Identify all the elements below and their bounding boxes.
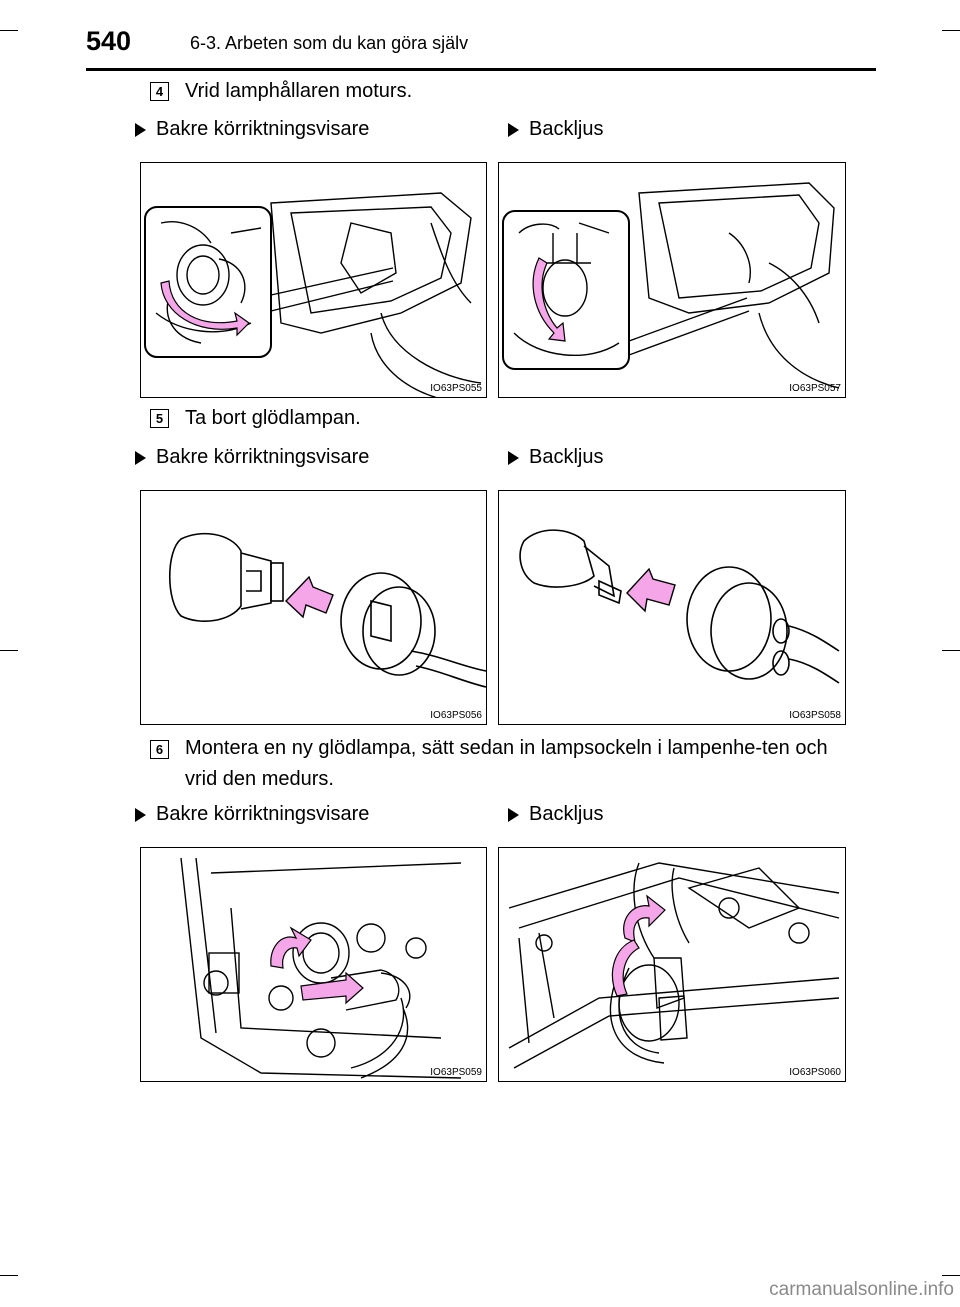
figure-turn-signal-holder: IO63PS055 (140, 162, 487, 398)
header-rule (86, 68, 876, 71)
crop-mark (942, 650, 960, 651)
figure-code: IO63PS060 (789, 1067, 841, 1078)
crop-mark (942, 30, 960, 31)
label-turn-signal: Bakre körriktningsvisare (135, 803, 369, 826)
chapter-title: 6-3. Arbeten som du kan göra själv (190, 33, 469, 53)
figure-code: IO63PS055 (430, 383, 482, 394)
label-reverse-light: Backljus (508, 446, 603, 469)
figure-reverse-holder: IO63PS057 (498, 162, 846, 398)
watermark: carmanualsonline.info (769, 1279, 954, 1300)
label-text: Backljus (529, 446, 604, 468)
label-turn-signal: Bakre körriktningsvisare (135, 118, 369, 141)
page-number: 540 (86, 26, 132, 56)
label-text: Backljus (529, 803, 604, 825)
label-text: Bakre körriktningsvisare (156, 446, 370, 468)
triangle-bullet-icon (135, 450, 146, 465)
label-reverse-light: Backljus (508, 803, 603, 826)
figure-code: IO63PS059 (430, 1067, 482, 1078)
label-text: Bakre körriktningsvisare (156, 803, 370, 825)
bulb-removal-illustration (519, 529, 840, 684)
step-number-box: 5 (150, 409, 169, 428)
figure-code: IO63PS057 (789, 383, 841, 394)
label-reverse-light: Backljus (508, 118, 603, 141)
figure-reverse-bulb: IO63PS058 (498, 490, 846, 725)
crop-mark (0, 650, 18, 651)
figure-code: IO63PS058 (789, 710, 841, 721)
crop-mark (0, 1275, 18, 1276)
figure-turn-signal-install: IO63PS059 (140, 847, 487, 1082)
lamp-holder-illustration (502, 182, 840, 389)
step-number-box: 6 (150, 740, 169, 759)
triangle-bullet-icon (508, 122, 519, 137)
step-text: Vrid lamphållaren moturs. (185, 80, 413, 102)
lamp-holder-illustration (144, 192, 482, 397)
crop-mark (942, 1275, 960, 1276)
crop-mark (0, 30, 18, 31)
triangle-bullet-icon (508, 807, 519, 822)
triangle-bullet-icon (135, 122, 146, 137)
triangle-bullet-icon (508, 450, 519, 465)
bulb-removal-illustration (168, 532, 486, 688)
bulb-install-illustration (508, 862, 840, 1069)
step-text: Montera en ny glödlampa, sätt sedan in l… (185, 737, 828, 790)
step-text: Ta bort glödlampan. (185, 407, 361, 429)
step-number-box: 4 (150, 82, 169, 101)
bulb-install-illustration (180, 857, 462, 1079)
label-text: Bakre körriktningsvisare (156, 118, 370, 140)
figure-turn-signal-bulb: IO63PS056 (140, 490, 487, 725)
label-turn-signal: Bakre körriktningsvisare (135, 446, 369, 469)
figure-code: IO63PS056 (430, 710, 482, 721)
label-text: Backljus (529, 118, 604, 140)
figure-reverse-install: IO63PS060 (498, 847, 846, 1082)
triangle-bullet-icon (135, 807, 146, 822)
